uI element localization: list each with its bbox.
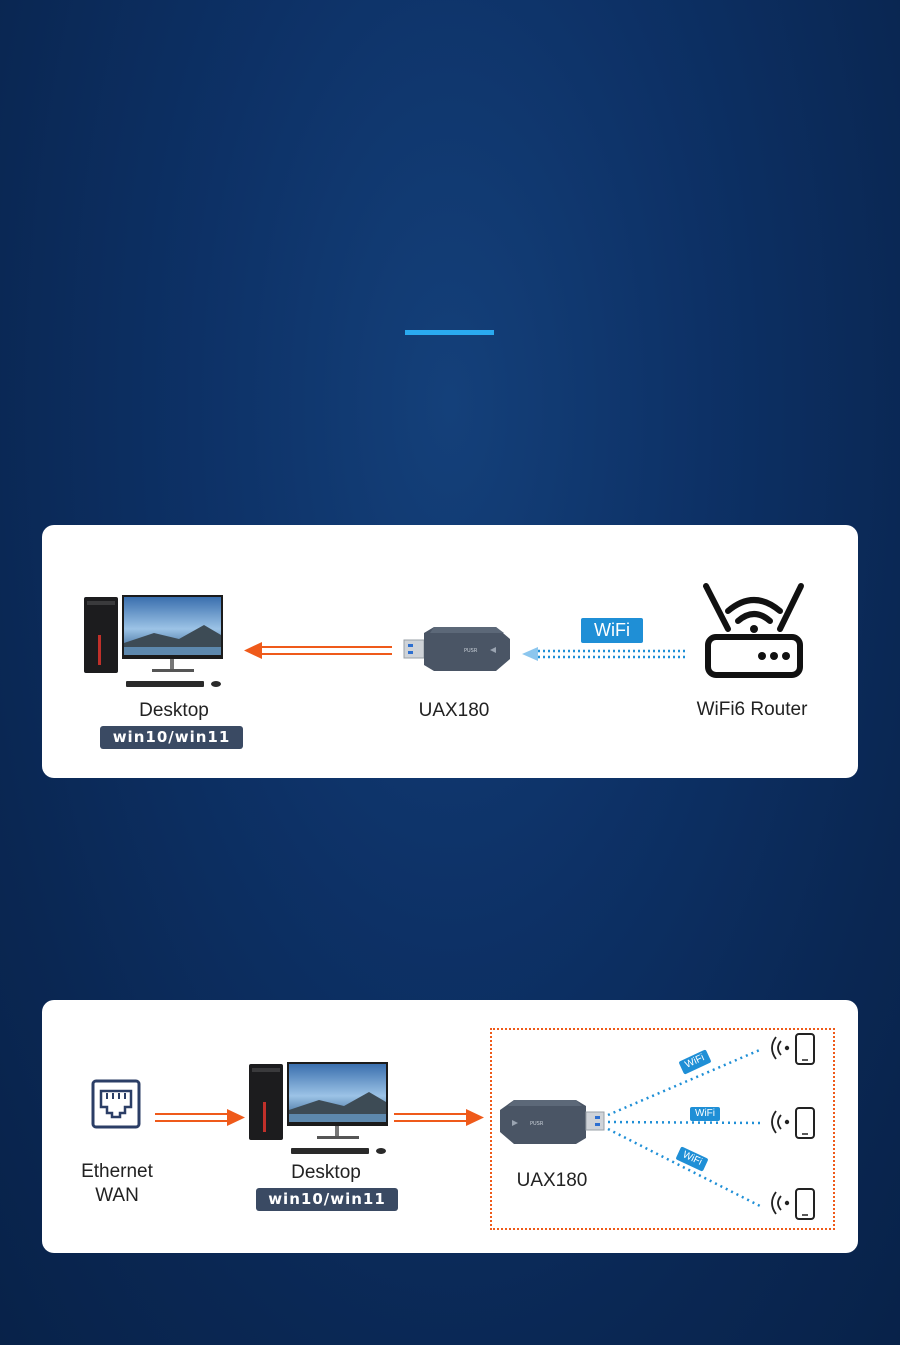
wifi-signal-arrow — [522, 647, 686, 661]
desktop-label: Desktop — [139, 700, 209, 721]
desktop-computer-icon — [249, 1062, 388, 1154]
ethernet-label-line2: WAN — [95, 1185, 139, 1206]
os-badge: win10/win11 — [100, 726, 243, 749]
data-flow-arrow — [155, 1109, 245, 1126]
phone-signal-icon — [771, 1107, 815, 1139]
phone-signal-icon — [771, 1188, 815, 1220]
desktop-label: Desktop — [291, 1162, 361, 1183]
data-flow-arrow — [394, 1109, 484, 1126]
usb-adapter-icon: PUSR — [500, 1100, 605, 1144]
wifi-receive-diagram: Desktop win10/win11 PUSR UAX180 WiFi WiF… — [42, 525, 858, 778]
hotspot-share-diagram: Ethernet WAN Desktop win10/win11 — [42, 1000, 858, 1253]
adapter-label: UAX180 — [418, 700, 490, 721]
usb-adapter-icon: PUSR — [403, 627, 510, 671]
wifi-router-icon — [703, 583, 804, 678]
ethernet-label-line1: Ethernet — [81, 1161, 153, 1182]
svg-text:PUSR: PUSR — [464, 648, 478, 654]
router-label: WiFi6 Router — [696, 699, 808, 720]
svg-text:PUSR: PUSR — [530, 1121, 544, 1127]
os-badge: win10/win11 — [256, 1188, 398, 1211]
adapter-label: UAX180 — [516, 1170, 588, 1191]
accent-bar — [405, 330, 494, 335]
phone-signal-icon — [771, 1033, 815, 1065]
wifi-tag: WiFi — [581, 618, 643, 643]
data-flow-arrow — [244, 642, 392, 659]
wifi-broadcast-lines — [607, 1047, 763, 1209]
wifi-tag: WiFi — [690, 1107, 720, 1121]
hotspot-zone-box — [490, 1028, 835, 1230]
ethernet-wan-label: Ethernet WAN — [67, 1160, 167, 1208]
ethernet-port-icon — [91, 1079, 141, 1129]
desktop-computer-icon — [84, 595, 223, 687]
